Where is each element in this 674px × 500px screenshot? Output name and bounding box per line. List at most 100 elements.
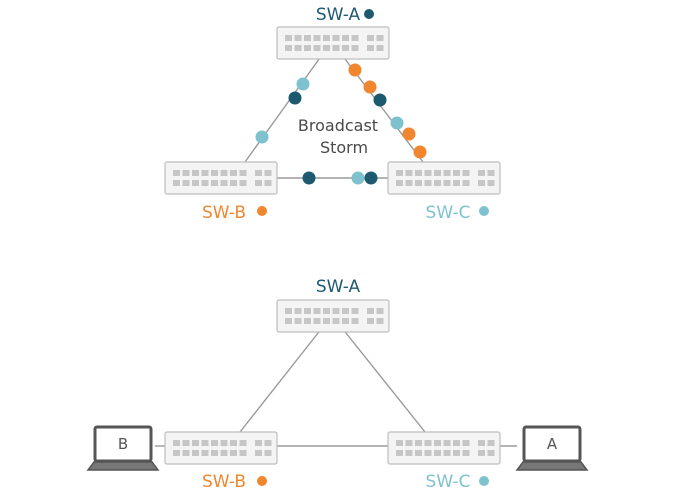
packet xyxy=(302,171,316,185)
switch-port xyxy=(453,170,460,176)
switch-port xyxy=(211,450,218,456)
switch-port xyxy=(351,318,359,324)
packet xyxy=(255,130,269,144)
switch-port xyxy=(376,318,384,324)
link-swa-swb-bottom xyxy=(239,327,323,433)
packet xyxy=(364,171,378,185)
switch-port xyxy=(415,440,422,446)
switch-port xyxy=(294,308,302,314)
switch-port xyxy=(396,440,403,446)
laptop-b-base xyxy=(86,461,160,471)
switch-port xyxy=(453,440,460,446)
laptop-a: A xyxy=(515,425,589,471)
switch-port xyxy=(415,450,422,456)
switch-port xyxy=(182,450,190,456)
switch-port xyxy=(255,440,262,446)
sw-c-dot-bottom xyxy=(479,476,489,486)
switch-port xyxy=(342,318,349,324)
switch-port xyxy=(443,170,451,176)
switch-port xyxy=(294,45,302,51)
switch-port xyxy=(323,308,330,314)
switch-port xyxy=(443,450,451,456)
laptop-a-label: A xyxy=(547,435,558,453)
switch-port xyxy=(376,35,384,41)
switch-port xyxy=(255,450,262,456)
switch-port xyxy=(332,35,340,41)
switch-port xyxy=(211,170,218,176)
sw-c-label-bottom: SW-C xyxy=(426,472,471,492)
switch-port xyxy=(424,450,432,456)
switch-port xyxy=(323,318,330,324)
sw-b-label-top: SW-B xyxy=(202,203,246,223)
switch-port xyxy=(376,45,384,51)
switch-port xyxy=(462,440,470,446)
switch-port xyxy=(201,170,209,176)
packet xyxy=(373,93,387,107)
switch-port xyxy=(443,440,451,446)
packet xyxy=(296,77,310,91)
switch-port xyxy=(367,318,374,324)
switch-port xyxy=(405,170,413,176)
switch-port xyxy=(239,440,247,446)
switch-port xyxy=(415,170,422,176)
switch-sw-c-top xyxy=(387,161,501,195)
switch-port xyxy=(443,180,451,186)
switch-port xyxy=(396,170,403,176)
switch-port xyxy=(201,450,209,456)
switch-port xyxy=(182,170,190,176)
switch-port xyxy=(285,45,292,51)
switch-port xyxy=(230,180,237,186)
switch-port xyxy=(211,440,218,446)
switch-port xyxy=(304,45,311,51)
switch-port xyxy=(478,450,485,456)
switch-port xyxy=(313,35,321,41)
sw-b-dot-bottom xyxy=(257,476,267,486)
switch-port xyxy=(239,170,247,176)
switch-port xyxy=(453,450,460,456)
switch-port xyxy=(478,180,485,186)
switch-port xyxy=(462,170,470,176)
switch-port xyxy=(332,318,340,324)
switch-port xyxy=(192,450,199,456)
switch-port xyxy=(239,450,247,456)
switch-port xyxy=(424,180,432,186)
switch-port xyxy=(230,440,237,446)
switch-port xyxy=(211,180,218,186)
switch-port xyxy=(220,170,228,176)
switch-port xyxy=(396,450,403,456)
switch-port xyxy=(304,308,311,314)
broadcast-storm-label-line2: Storm xyxy=(320,138,368,157)
switch-port xyxy=(424,440,432,446)
switch-port xyxy=(173,180,180,186)
packet xyxy=(351,171,365,185)
sw-c-label-top: SW-C xyxy=(426,203,471,223)
switch-port xyxy=(192,170,199,176)
laptop-b-label: B xyxy=(118,435,128,453)
link-swa-swc-bottom xyxy=(341,327,426,433)
laptop-a-base xyxy=(515,461,589,471)
switch-port xyxy=(201,440,209,446)
switch-port xyxy=(304,318,311,324)
switch-port xyxy=(285,35,292,41)
bottom-diagram: B A SW-A SW-B SW-C xyxy=(86,277,589,492)
switch-port xyxy=(487,450,495,456)
broadcast-storm-label-line1: Broadcast xyxy=(298,116,378,135)
switch-port xyxy=(264,180,272,186)
top-diagram: SW-A Broadcast Storm SW-B SW-C xyxy=(164,5,501,223)
switch-port xyxy=(342,45,349,51)
switch-port xyxy=(255,170,262,176)
switch-port xyxy=(453,180,460,186)
switch-port xyxy=(351,35,359,41)
switch-port xyxy=(396,180,403,186)
switch-port xyxy=(264,440,272,446)
switch-port xyxy=(192,180,199,186)
switch-port xyxy=(351,308,359,314)
switch-port xyxy=(285,318,292,324)
switch-port xyxy=(351,45,359,51)
switch-port xyxy=(285,308,292,314)
switch-port xyxy=(294,35,302,41)
switch-port xyxy=(434,170,441,176)
switch-port xyxy=(487,170,495,176)
switch-port xyxy=(367,45,374,51)
switch-port xyxy=(313,318,321,324)
